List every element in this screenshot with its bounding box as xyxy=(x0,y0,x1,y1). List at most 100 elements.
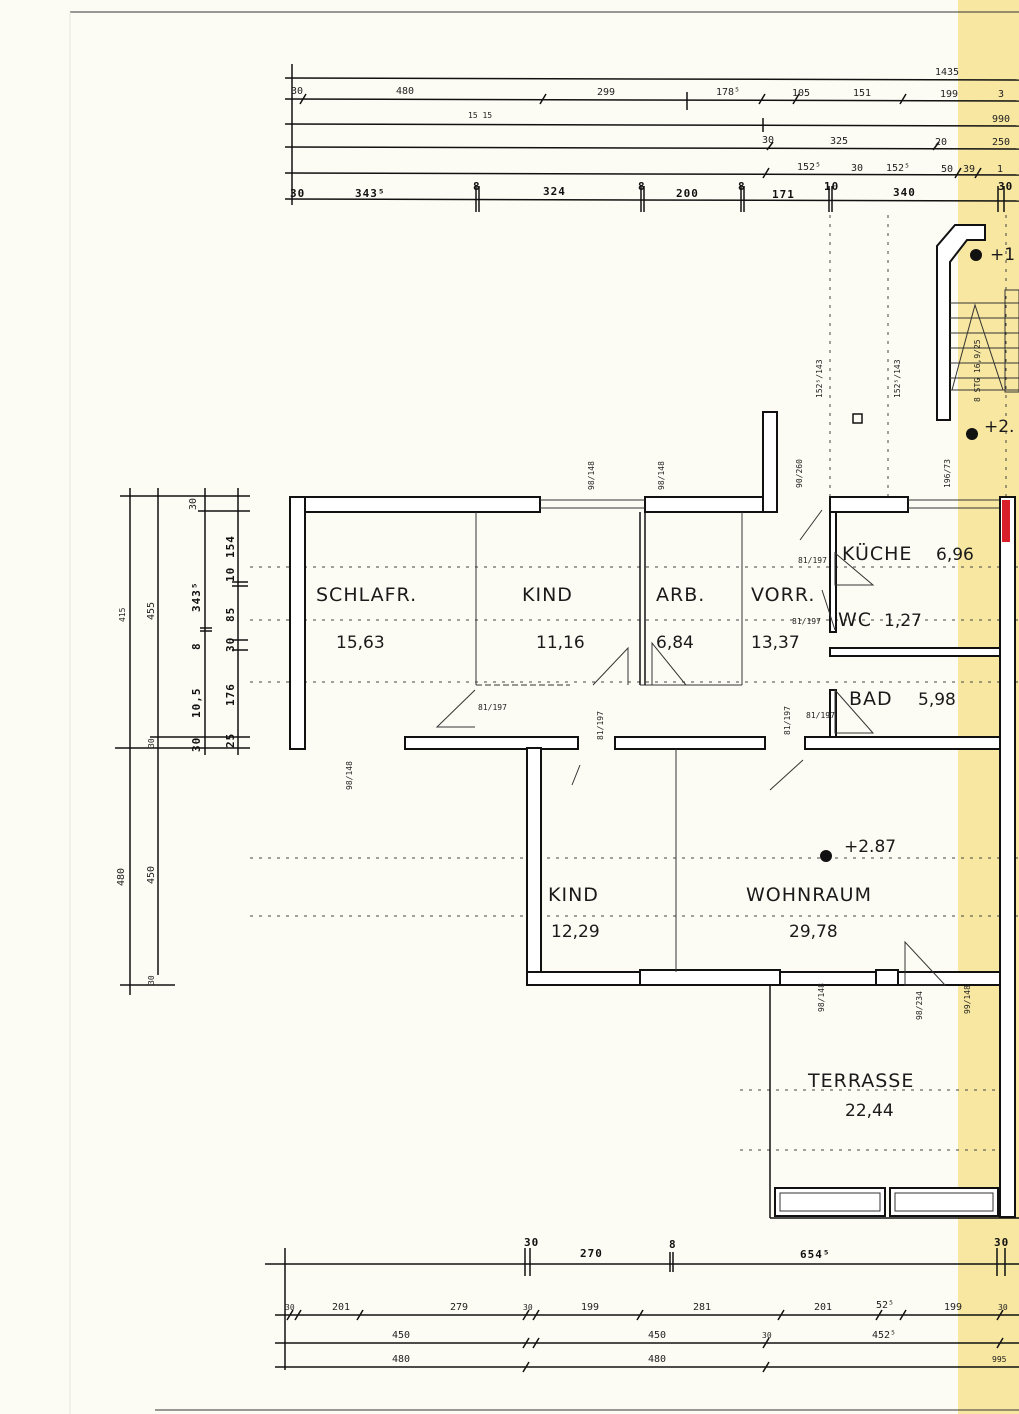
dim-text: 995 xyxy=(992,1355,1007,1364)
room-name-schlafr: SCHLAFR. xyxy=(316,584,417,606)
dim-text: 30 xyxy=(524,1236,539,1249)
room-name-wohnraum: WOHNRAUM xyxy=(746,884,872,906)
bottom-dimension-chains: 30 270 8 654⁵ 30 30 201 279 30 199 281 2… xyxy=(265,1236,1019,1373)
dim-text: 39 xyxy=(963,164,975,175)
dim-text: 1435 xyxy=(935,67,959,78)
dim-text: 415 xyxy=(118,607,127,622)
dim-text: 30 xyxy=(188,498,199,510)
opening-label: 81/197 xyxy=(783,706,792,735)
dim-text: 450 xyxy=(146,866,157,884)
opening-label: 81/197 xyxy=(792,617,821,626)
opening-label: 152⁵/143 xyxy=(815,359,824,398)
stair-label: 8 STG 16,9/25 xyxy=(973,339,982,402)
walls: 8 STG 16,9/25 xyxy=(289,224,1019,1219)
room-area-schlafr: 15,63 xyxy=(336,633,385,653)
dim-text: 281 xyxy=(693,1302,711,1313)
room-area-vorr: 13,37 xyxy=(751,633,800,653)
room-name-wc: WC xyxy=(838,609,872,631)
planter-box xyxy=(889,1187,999,1217)
level-stair: +2. xyxy=(984,417,1014,437)
opening-label: 152⁵/143 xyxy=(893,359,902,398)
level-marker-icon xyxy=(970,249,982,261)
dim-text: 8 xyxy=(738,180,746,193)
opening-label: 81/197 xyxy=(478,703,507,712)
level-wohnraum: +2.87 xyxy=(844,837,896,857)
opening-label: 98/148 xyxy=(817,983,826,1012)
opening-label: 99/148 xyxy=(963,985,972,1014)
dim-text: 30 xyxy=(285,1303,295,1312)
room-name-kind-2: KIND xyxy=(548,884,599,906)
chimney-square xyxy=(852,413,863,424)
dim-text: 250 xyxy=(992,137,1010,148)
dim-text: 8 xyxy=(190,642,203,650)
room-area-arb: 6,84 xyxy=(656,633,694,653)
dim-text: 201 xyxy=(332,1302,350,1313)
dim-text: 20 xyxy=(935,137,947,148)
dim-text: 15 15 xyxy=(468,111,492,120)
dim-text: 480 xyxy=(116,868,127,886)
room-name-kind: KIND xyxy=(522,584,573,606)
dim-text: 151 xyxy=(853,88,871,99)
dim-text: 154 xyxy=(224,535,237,558)
dim-text: 105 xyxy=(792,88,810,99)
opening-labels: 98/148 98/148 90/260 196/73 81/197 81/19… xyxy=(345,359,972,1020)
opening-label: 81/197 xyxy=(798,556,827,565)
opening-label: 98/234 xyxy=(915,991,924,1020)
dim-text: 654⁵ xyxy=(800,1248,831,1261)
dim-text: 10 xyxy=(824,180,839,193)
dim-text: 480 xyxy=(396,86,414,97)
opening-label: 81/197 xyxy=(806,711,835,720)
dim-text: 343⁵ xyxy=(190,582,203,613)
dim-text: 30 xyxy=(291,86,303,97)
dim-text: 480 xyxy=(392,1354,410,1365)
level-markers: +2.87 +1 +2. xyxy=(820,245,1015,862)
room-name-vorr: VORR. xyxy=(751,584,815,606)
dim-text: 8 xyxy=(638,180,646,193)
dim-text: 990 xyxy=(992,114,1010,125)
dim-text: 450 xyxy=(648,1330,666,1341)
room-name-kueche: KÜCHE xyxy=(842,542,912,565)
dim-text: 200 xyxy=(676,187,699,200)
grid-axes xyxy=(250,215,1019,1151)
dim-text: 455 xyxy=(146,602,157,620)
dim-text: 199 xyxy=(940,89,958,100)
dim-text: 52⁵ xyxy=(876,1300,894,1311)
dim-text: 480 xyxy=(648,1354,666,1365)
opening-label: 98/148 xyxy=(657,461,666,490)
dim-text: 30 xyxy=(762,1331,772,1340)
level-top: +1 xyxy=(990,245,1015,265)
opening-label: 98/148 xyxy=(345,761,354,790)
room-name-terrasse: TERRASSE xyxy=(807,1070,914,1092)
dim-text: 279 xyxy=(450,1302,468,1313)
room-area-kueche: 6,96 xyxy=(936,545,974,565)
room-area-terrasse: 22,44 xyxy=(845,1101,894,1121)
room-name-bad: BAD xyxy=(849,688,893,710)
dim-text: 152⁵ xyxy=(797,162,821,173)
opening-label: 98/148 xyxy=(587,461,596,490)
dim-text: 8 xyxy=(473,180,481,193)
dim-text: 50 xyxy=(941,164,953,175)
planter-box xyxy=(774,1187,886,1217)
room-area-wc: 1,27 xyxy=(884,611,922,631)
dim-text: 340 xyxy=(893,186,916,199)
opening-label: 81/197 xyxy=(596,711,605,740)
opening-label: 90/260 xyxy=(795,459,804,488)
dim-text: 30 xyxy=(147,975,156,985)
red-mark xyxy=(1002,500,1010,542)
dim-text: 325 xyxy=(830,136,848,147)
dim-text: 10,5 xyxy=(190,688,203,719)
dim-text: 171 xyxy=(772,188,795,201)
door-swings xyxy=(435,509,947,986)
level-marker-icon xyxy=(820,850,832,862)
dim-text: 201 xyxy=(814,1302,832,1313)
dim-text: 8 xyxy=(669,1238,677,1251)
level-marker-icon xyxy=(966,428,978,440)
dim-text: 85 xyxy=(224,607,237,622)
room-area-wohnraum: 29,78 xyxy=(789,922,838,942)
room-area-kind-2: 12,29 xyxy=(551,922,600,942)
dim-text: 1 xyxy=(997,164,1003,175)
dim-text: 452⁵ xyxy=(872,1330,896,1341)
room-name-arb: ARB. xyxy=(656,584,705,606)
